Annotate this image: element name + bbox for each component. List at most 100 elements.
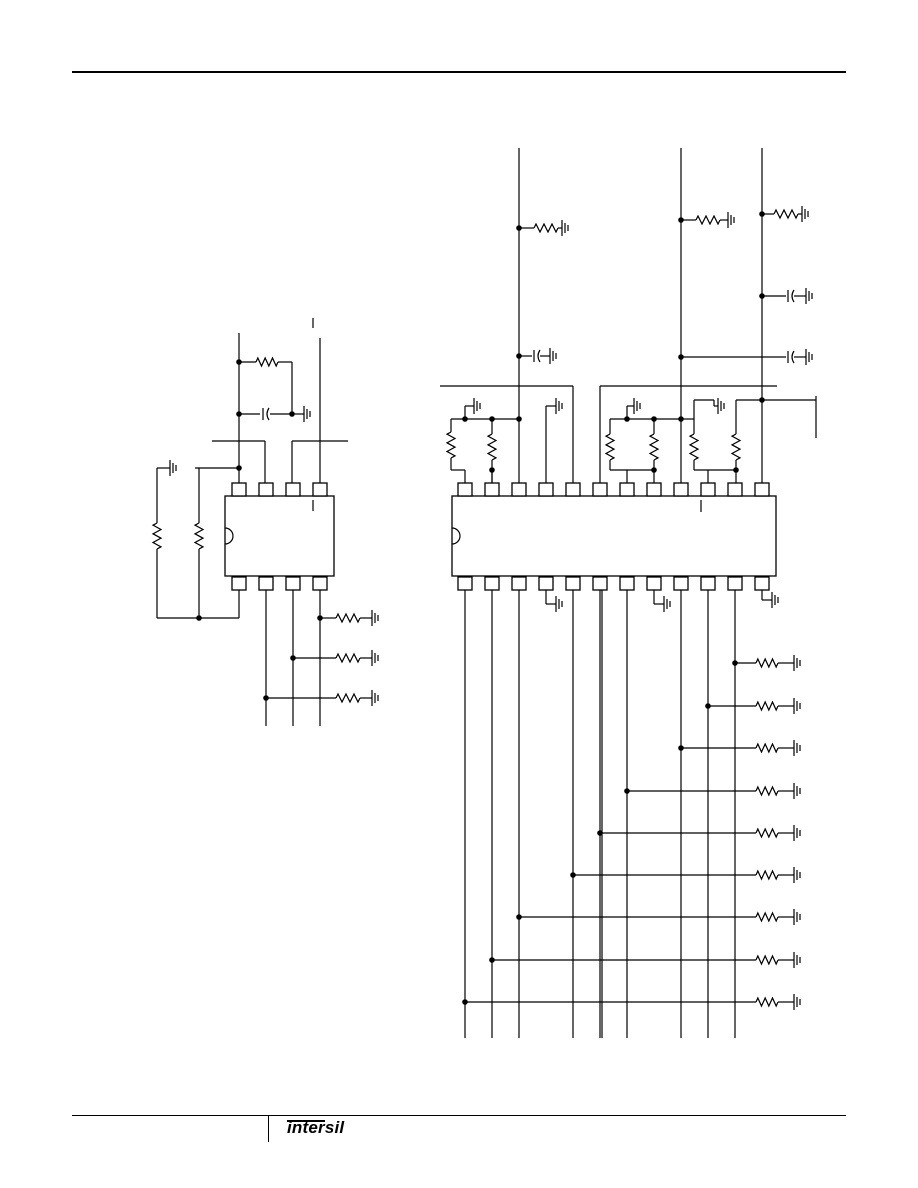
- ic-pin: [619, 482, 635, 497]
- resistor-symbol: [688, 433, 700, 461]
- resistor-symbol: [486, 433, 498, 461]
- ic-pin: [646, 482, 662, 497]
- junction-dot: [489, 957, 495, 963]
- resistor-symbol: [695, 214, 721, 226]
- junction-dot: [516, 353, 522, 359]
- resistor-symbol: [773, 208, 799, 220]
- ic-pin: [673, 576, 689, 591]
- junction-dot: [678, 354, 684, 360]
- logo-overline: [287, 1120, 325, 1122]
- ic-pin: [457, 482, 473, 497]
- junction-dot: [705, 703, 711, 709]
- logo-text: intersil: [287, 1118, 345, 1137]
- junction-dot: [516, 914, 522, 920]
- junction-dot: [624, 416, 630, 422]
- ic-pin: [484, 482, 500, 497]
- junction-dot: [570, 872, 576, 878]
- ic-notch: [224, 527, 234, 545]
- resistor-symbol: [151, 522, 163, 550]
- junction-dot: [462, 999, 468, 1005]
- junction-dot: [651, 467, 657, 473]
- ic-pin: [565, 482, 581, 497]
- ic-body: [451, 495, 777, 577]
- ic-pin: [312, 482, 328, 497]
- ic-pin: [484, 576, 500, 591]
- ic-pin: [646, 576, 662, 591]
- junction-dot: [236, 465, 242, 471]
- ic-pin: [511, 482, 527, 497]
- resistor-symbol: [755, 700, 779, 712]
- junction-dot: [489, 416, 495, 422]
- junction-dot: [290, 655, 296, 661]
- ic-pin: [727, 482, 743, 497]
- junction-dot: [516, 416, 522, 422]
- junction-dot: [263, 695, 269, 701]
- ic-pin: [285, 576, 301, 591]
- junction-dot: [651, 416, 657, 422]
- junction-dot: [759, 397, 765, 403]
- resistor-symbol: [755, 869, 779, 881]
- ic-pin: [754, 576, 770, 591]
- ic-pin: [258, 482, 274, 497]
- ic-pin: [673, 482, 689, 497]
- junction-dot: [678, 416, 684, 422]
- capacitor-symbol: [791, 289, 795, 303]
- resistor-symbol: [648, 433, 660, 461]
- junction-dot: [732, 660, 738, 666]
- capacitor-symbol: [537, 349, 541, 363]
- junction-dot: [289, 411, 295, 417]
- junction-dot: [624, 788, 630, 794]
- junction-dot: [597, 830, 603, 836]
- ic-pin: [727, 576, 743, 591]
- header-rule: [72, 71, 846, 73]
- ic-pin: [592, 576, 608, 591]
- resistor-symbol: [755, 996, 779, 1008]
- resistor-symbol: [755, 785, 779, 797]
- ic-pin: [285, 482, 301, 497]
- junction-dot: [317, 615, 323, 621]
- ic-pin: [258, 576, 274, 591]
- ic-pin: [231, 482, 247, 497]
- ic-packages: [224, 482, 777, 591]
- ic-body: [224, 495, 335, 577]
- resistor-symbol: [755, 911, 779, 923]
- junction-dot: [759, 293, 765, 299]
- resistor-symbol: [755, 742, 779, 754]
- ic-pin: [700, 482, 716, 497]
- junction-dot: [678, 217, 684, 223]
- junction-dots: [196, 211, 765, 1005]
- ic-pin: [565, 576, 581, 591]
- resistor-symbol: [255, 356, 279, 368]
- ic-pin: [592, 482, 608, 497]
- junction-dot: [678, 745, 684, 751]
- ic-pin: [457, 576, 473, 591]
- footer-rule: [72, 1115, 846, 1116]
- resistor-symbol: [445, 431, 457, 459]
- resistor-symbol: [755, 657, 779, 669]
- junction-dot: [196, 615, 202, 621]
- junction-dot: [489, 467, 495, 473]
- ic-notch: [451, 527, 461, 545]
- intersil-logo: intersil: [287, 1118, 344, 1138]
- resistor-symbol: [335, 692, 361, 704]
- junction-dot: [236, 411, 242, 417]
- ic-pin: [700, 576, 716, 591]
- junction-dot: [759, 211, 765, 217]
- ic-pin: [538, 576, 554, 591]
- capacitor-symbol: [791, 350, 795, 364]
- ic-pin: [538, 482, 554, 497]
- resistor-symbol: [193, 522, 205, 550]
- resistor-symbol: [335, 652, 361, 664]
- ic-pin: [511, 576, 527, 591]
- resistor-symbol: [755, 827, 779, 839]
- resistor-symbol: [755, 954, 779, 966]
- capacitor-symbol: [266, 407, 270, 421]
- ic-pin: [312, 576, 328, 591]
- ic-pin: [619, 576, 635, 591]
- footer-separator: [268, 1116, 269, 1142]
- wire-network: [156, 148, 817, 1038]
- resistor-symbol: [730, 433, 742, 461]
- resistor-symbol: [533, 222, 559, 234]
- resistor-symbol: [604, 433, 616, 461]
